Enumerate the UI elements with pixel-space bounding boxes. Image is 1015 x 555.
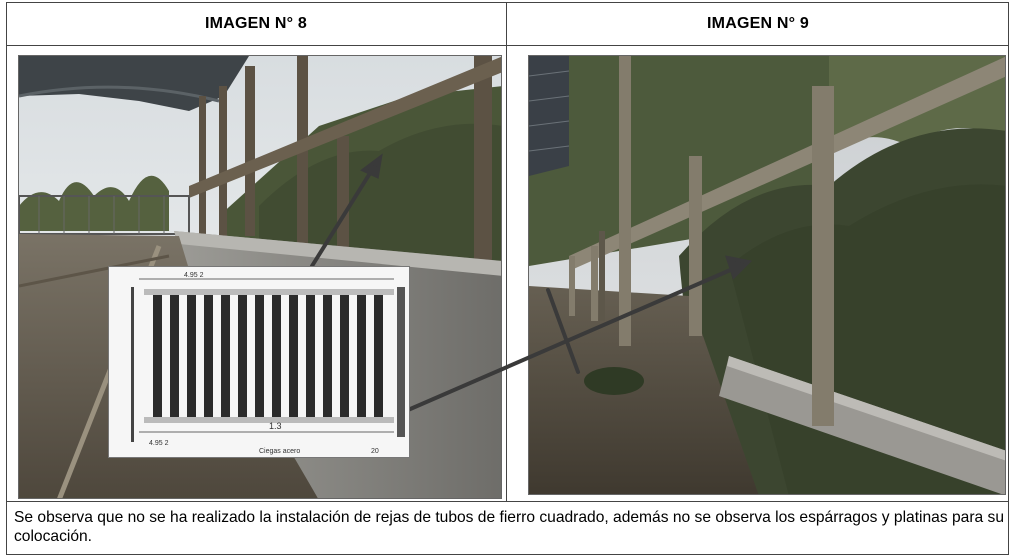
railing-grille-diagram: 4.95 2 4.95 2 1.3 Ciegas acero 20 [109,267,409,457]
observation-caption: Se observa que no se ha realizado la ins… [14,509,1004,545]
dimension-top: 4.95 2 [184,272,204,279]
arrow-head-9 [725,255,753,280]
drawing-footer-label: Ciegas acero [259,448,300,455]
image-8-header: IMAGEN N° 8 [205,14,307,32]
photo-image-9 [528,55,1006,495]
arrow-head-8 [360,153,383,179]
drawing-mark: 1.3 [269,421,282,431]
dimension-bottom: 4.95 2 [149,440,169,447]
arrow-to-image-9-post [546,288,580,374]
drawing-scale-label: 20 [371,448,379,455]
header-divider [6,45,1009,46]
inset-railing-drawing: 4.95 2 4.95 2 1.3 Ciegas acero 20 [108,266,410,458]
image-9-header: IMAGEN N° 9 [707,14,809,32]
column-divider [506,2,507,502]
arrow-to-image-8-railing [310,168,374,268]
caption-divider [6,501,1009,502]
arrow-to-image-9-railing [406,266,737,412]
